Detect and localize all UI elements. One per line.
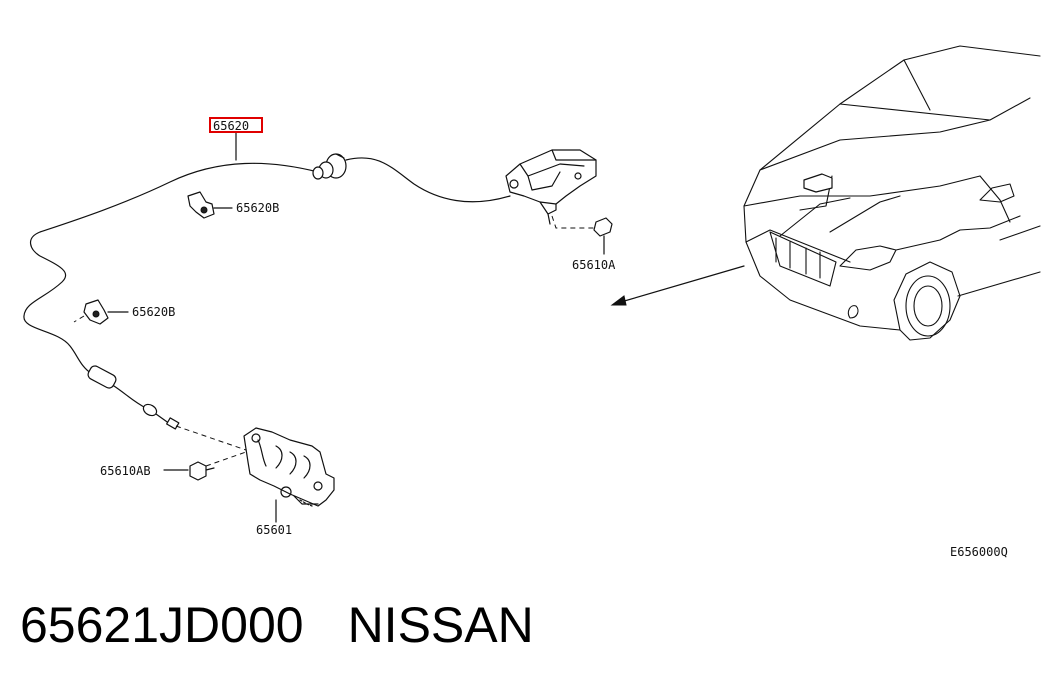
hood-lock-assembly [175, 425, 335, 523]
label-65601: 65601 [256, 523, 292, 537]
cable-clip-lower [73, 299, 129, 325]
caption: 65621JD000 NISSAN [20, 596, 534, 654]
brand-name: NISSAN [347, 597, 534, 653]
diagram-code: E656000Q [950, 545, 1008, 559]
vehicle-illustration [743, 45, 1041, 341]
lock-bolt [163, 461, 215, 481]
label-65610a: 65610A [572, 258, 616, 272]
release-handle-bracket [505, 149, 597, 225]
part-number: 65621JD000 [20, 597, 304, 653]
cable-clip-upper [187, 191, 233, 219]
label-65620: 65620 [213, 119, 249, 133]
label-65620b-upper: 65620B [236, 201, 279, 215]
hood-release-cable [23, 157, 511, 430]
grommet-clip-right [551, 215, 613, 255]
cable-grommet [312, 153, 347, 180]
callout-arrow [610, 265, 745, 306]
label-65620b-lower: 65620B [132, 305, 175, 319]
label-65610ab: 65610AB [100, 464, 151, 478]
highlight-box [209, 117, 263, 133]
